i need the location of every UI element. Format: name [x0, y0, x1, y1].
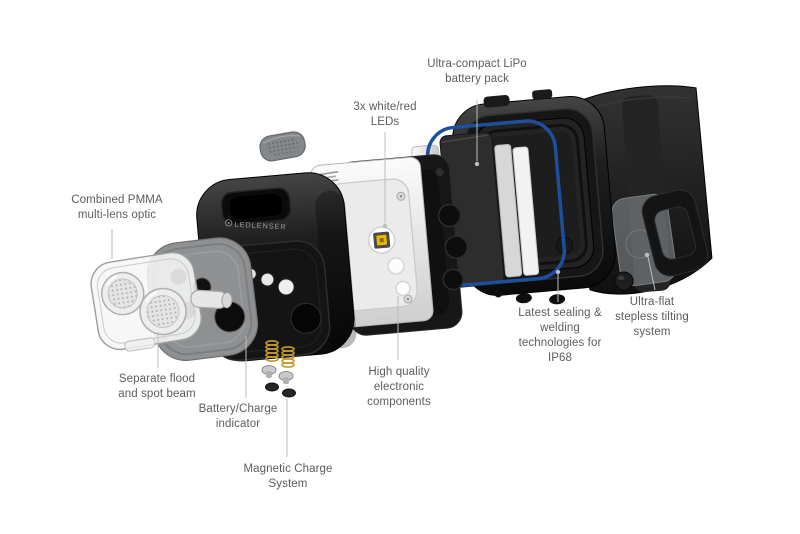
brand-logo-text: LEDLENSER [234, 220, 286, 232]
tilting-bracket-part [611, 189, 709, 287]
contact-pin-icons [261, 365, 294, 384]
callout-electronics: High quality electronic components [367, 366, 431, 408]
callout-sealing-ip68: Latest sealing & welding technologies fo… [518, 307, 602, 364]
callout-flood-spot: Separate flood and spot beam [118, 373, 196, 400]
pmma-optic-part [90, 251, 233, 352]
callout-charge-indicator: Battery/Charge indicator [198, 403, 278, 430]
tilt-lock-disc-part [614, 271, 634, 291]
callout-lipo-battery: Ultra-compact LiPo battery pack [427, 58, 527, 85]
led-chip-icon [367, 226, 396, 254]
leader-lines [111, 100, 656, 457]
callout-magnetic-charge: Magnetic Charge System [243, 463, 333, 490]
leader-tilting [647, 256, 656, 291]
callout-tilting: Ultra-flat stepless tilting system [615, 296, 689, 338]
magnet-disc-icons [265, 382, 296, 398]
flood-lens-icon [100, 271, 145, 316]
charge-contact-parts [261, 340, 296, 398]
led-reflector-3 [395, 280, 411, 297]
led-reflector-2 [387, 257, 405, 275]
callout-leds: 3x white/red LEDs [353, 101, 417, 128]
ledlenser-logo: LEDLENSER [225, 219, 287, 231]
spring-icons [265, 340, 295, 368]
light-pipe-nub [190, 289, 233, 309]
top-button-part [259, 131, 306, 162]
callout-pmma-optic: Combined PMMA multi-lens optic [71, 194, 163, 221]
ledlenser-logo-icon [225, 219, 233, 227]
spot-lens-icon [139, 287, 187, 336]
